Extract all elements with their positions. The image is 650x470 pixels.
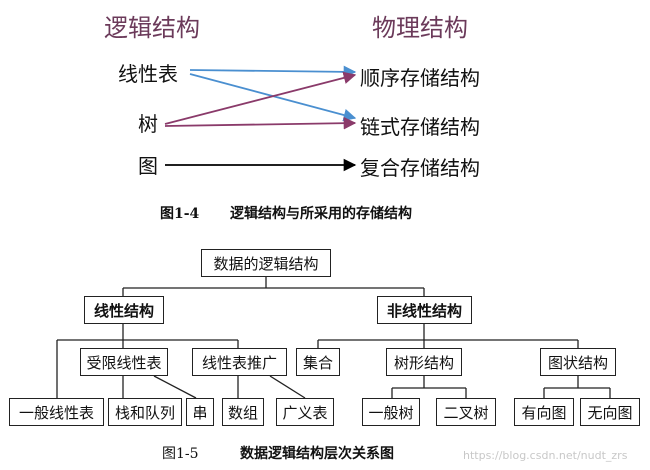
storage-item-compound: 复合存储结构 <box>360 156 480 180</box>
logical-structure-header: 逻辑结构 <box>104 14 200 42</box>
node-general-tree: 一般树 <box>362 398 420 426</box>
logical-item-tree: 树 <box>138 112 158 136</box>
node-stack-and-queue: 栈和队列 <box>108 398 182 426</box>
caption-fig-1-4-number: 图1-4 <box>160 206 200 222</box>
node-linear-structure: 线性结构 <box>84 296 164 324</box>
node-undirected-graph: 无向图 <box>580 398 640 426</box>
storage-item-sequential: 顺序存储结构 <box>360 66 480 90</box>
caption-fig-1-5-number: 图1-5 <box>162 446 199 462</box>
arrow-tree-to-sequential <box>164 71 357 125</box>
logical-item-linear-list: 线性表 <box>118 62 178 86</box>
node-graph-structure: 图状结构 <box>540 348 616 376</box>
node-set: 集合 <box>296 348 340 376</box>
storage-item-linked: 链式存储结构 <box>360 115 480 139</box>
node-generalized-list: 广义表 <box>276 398 334 426</box>
node-general-linear-list: 一般线性表 <box>9 398 104 426</box>
node-data-logical-structure: 数据的逻辑结构 <box>201 249 331 277</box>
node-string: 串 <box>186 398 214 426</box>
physical-structure-header: 物理结构 <box>372 14 468 42</box>
node-nonlinear-structure: 非线性结构 <box>377 296 472 324</box>
caption-fig-1-5-text: 数据逻辑结构层次关系图 <box>240 446 394 462</box>
logical-item-graph: 图 <box>138 154 158 178</box>
caption-fig-1-4-text: 逻辑结构与所采用的存储结构 <box>230 206 412 222</box>
arrow-tree-to-linked <box>164 116 357 130</box>
arrow-linear-to-sequential <box>189 65 357 79</box>
node-generalized-linear-list: 线性表推广 <box>192 348 287 376</box>
watermark-url: https://blog.csdn.net/nudt_zrs <box>463 449 628 462</box>
node-binary-tree: 二叉树 <box>436 398 496 426</box>
node-array: 数组 <box>222 398 264 426</box>
node-directed-graph: 有向图 <box>514 398 574 426</box>
node-restricted-linear-list: 受限线性表 <box>80 348 168 376</box>
node-tree-structure: 树形结构 <box>386 348 462 376</box>
